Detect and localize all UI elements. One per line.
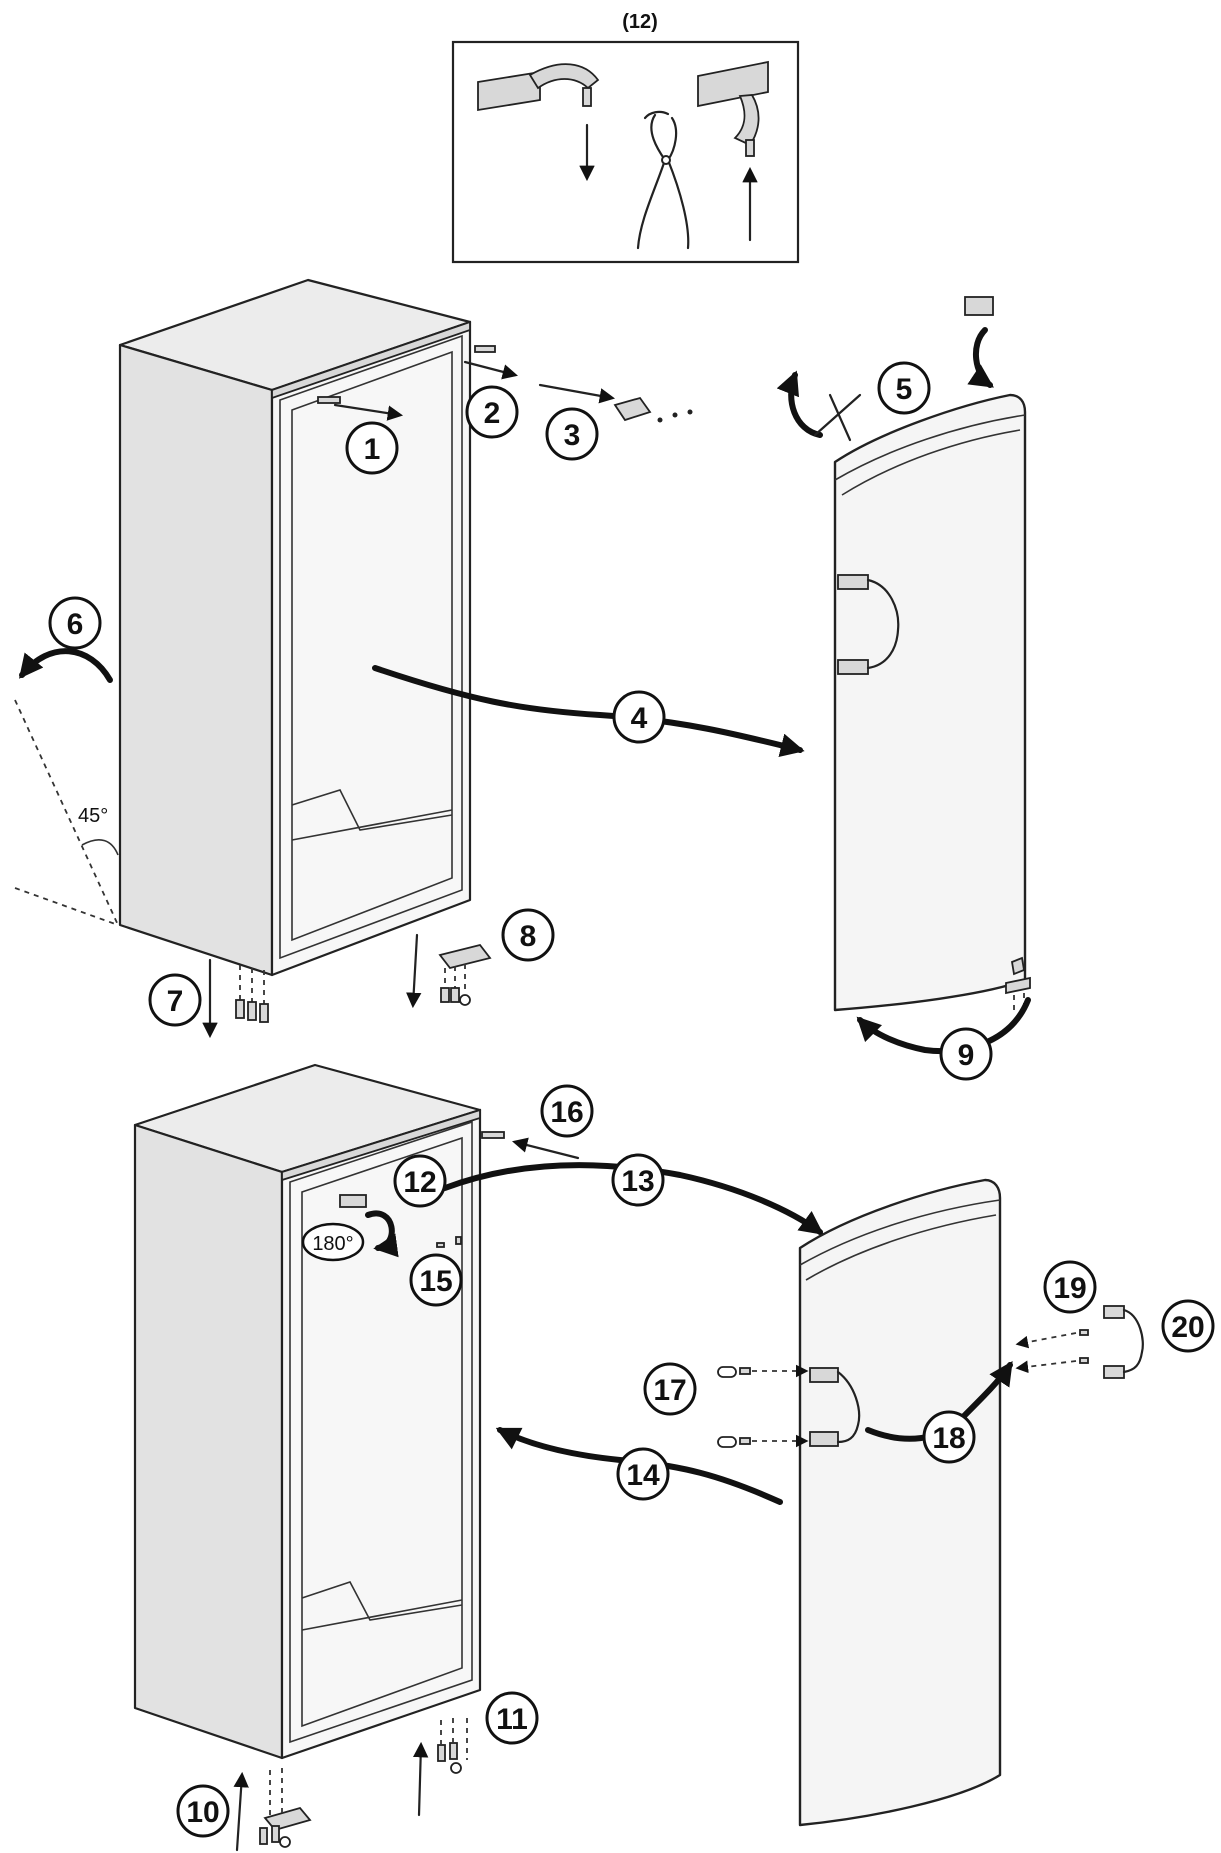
hole-plugs <box>717 1364 809 1448</box>
svg-text:14: 14 <box>626 1459 660 1492</box>
svg-text:8: 8 <box>520 920 537 953</box>
step-17-badge: 17 <box>643 1362 697 1416</box>
svg-text:3: 3 <box>564 419 581 452</box>
foot-screws-bottom <box>259 1718 468 1848</box>
svg-text:15: 15 <box>419 1265 452 1298</box>
fridge-cabinet-top <box>118 278 496 977</box>
step-6-badge: 6 <box>48 596 102 650</box>
svg-text:20: 20 <box>1171 1311 1204 1344</box>
handle-part <box>1015 1305 1144 1379</box>
pliers-icon <box>636 110 690 250</box>
fridge-door-bottom <box>798 1178 1002 1827</box>
fridge-door-top <box>833 393 1031 1012</box>
svg-text:16: 16 <box>550 1096 583 1129</box>
svg-text:10: 10 <box>186 1796 219 1829</box>
lower-hinge-icon <box>697 60 769 242</box>
step-2-badge: 2 <box>465 385 519 439</box>
step-15-badge: 15 <box>409 1253 463 1307</box>
step-10-badge: 10 <box>176 1784 230 1838</box>
step-1-badge: 1 <box>345 421 399 475</box>
inset-title: (12) <box>622 11 658 33</box>
svg-text:6: 6 <box>67 608 84 641</box>
step-19-badge: 19 <box>1043 1260 1097 1314</box>
step-12-badge: 12 <box>393 1154 447 1208</box>
step-18-badge: 18 <box>922 1410 976 1464</box>
svg-text:19: 19 <box>1053 1272 1086 1305</box>
svg-text:1: 1 <box>364 433 381 466</box>
angle-label: 45° <box>78 805 108 827</box>
svg-text:12: 12 <box>403 1166 436 1199</box>
step-16-badge: 16 <box>540 1084 594 1138</box>
svg-text:18: 18 <box>932 1422 965 1455</box>
svg-text:11: 11 <box>496 1703 528 1736</box>
step-14-badge: 14 <box>616 1447 670 1501</box>
tilt-indicator: 45° <box>14 648 119 926</box>
rotation-label: 180° <box>312 1233 353 1255</box>
svg-text:13: 13 <box>621 1165 654 1198</box>
step-3-badge: 3 <box>545 407 599 461</box>
svg-text:17: 17 <box>653 1374 686 1407</box>
step-7-badge: 7 <box>148 973 202 1027</box>
svg-text:4: 4 <box>631 702 648 735</box>
svg-text:2: 2 <box>484 397 501 430</box>
svg-text:5: 5 <box>896 373 913 406</box>
foot-screws-left <box>235 965 269 1023</box>
step-20-badge: 20 <box>1161 1299 1215 1353</box>
svg-text:9: 9 <box>958 1039 975 1072</box>
inset-hinge-box: (12) <box>451 11 800 264</box>
svg-text:7: 7 <box>167 985 184 1018</box>
step-8-badge: 8 <box>501 908 555 962</box>
step-9-badge: 9 <box>939 1027 993 1081</box>
step-5-badge: 5 <box>877 361 931 415</box>
step-4-badge: 4 <box>612 690 666 744</box>
upper-hinge-icon <box>477 63 600 182</box>
step-13-badge: 13 <box>611 1153 665 1207</box>
step-11-badge: 11 <box>485 1691 539 1745</box>
bottom-hinge-part <box>438 943 492 1006</box>
